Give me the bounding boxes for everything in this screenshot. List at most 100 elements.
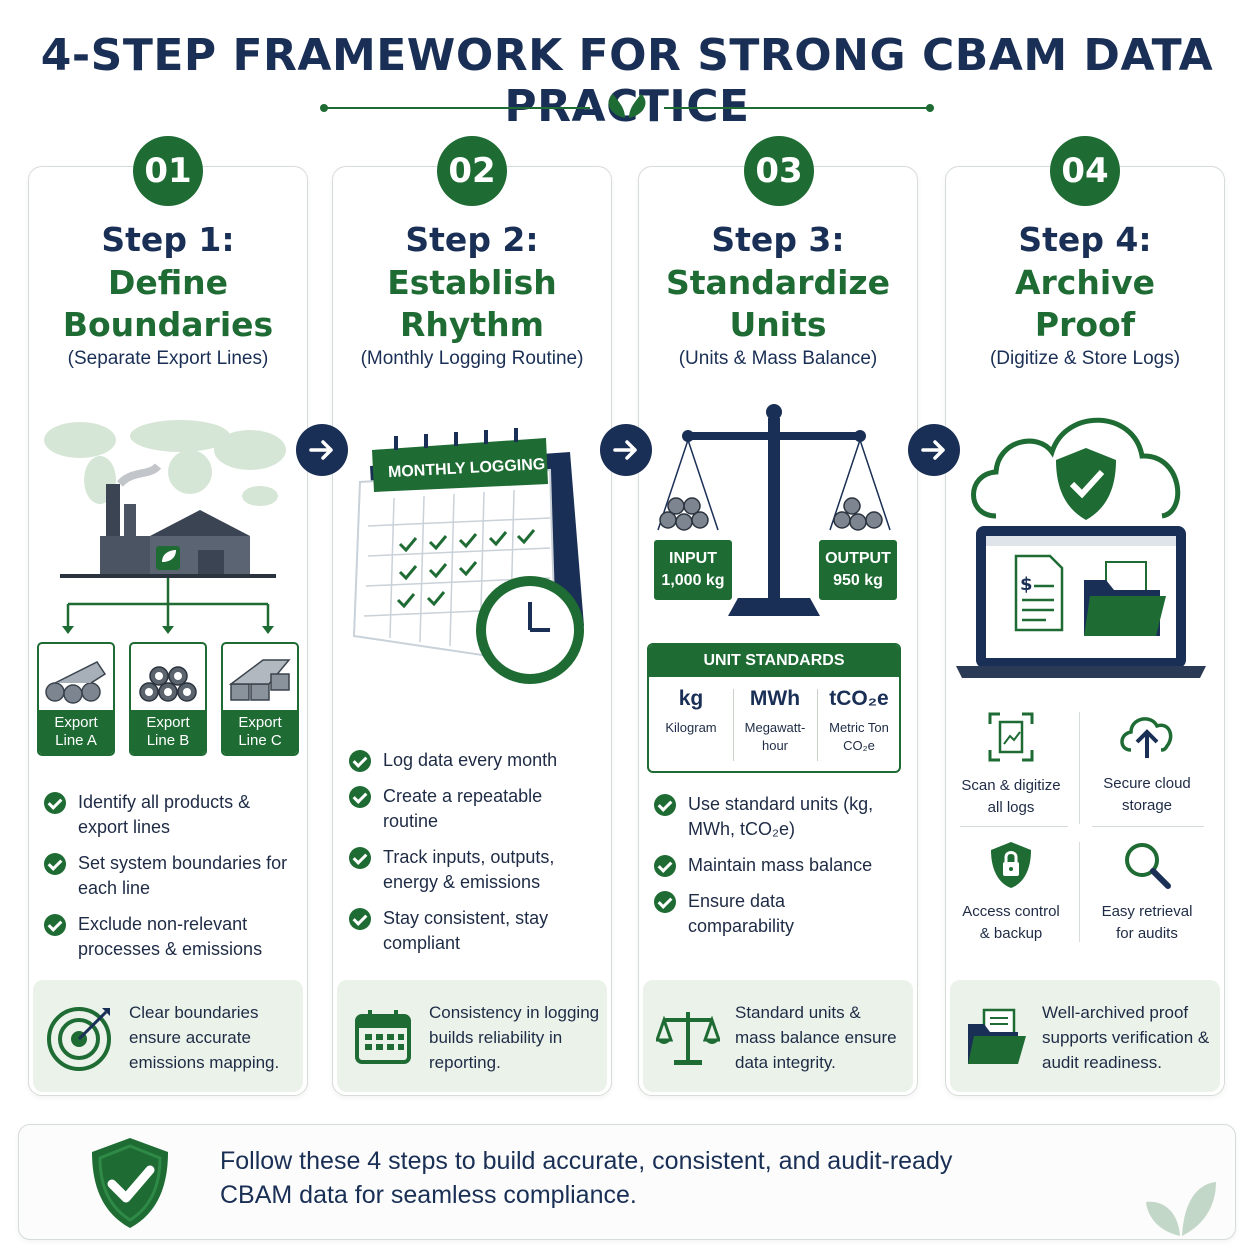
step-2-subtitle: (Monthly Logging Routine) [360, 348, 584, 369]
list-item: Ensure data comparability [654, 889, 894, 939]
pipe-stack-left [659, 497, 709, 531]
feature-access: Access control & backup [946, 840, 1076, 945]
step-1-label: Step 1: [101, 220, 235, 259]
check-icon [44, 792, 66, 814]
check-icon [654, 794, 676, 816]
steel-tubes-icon [139, 666, 197, 702]
world-map-icon [44, 420, 286, 506]
next-arrow-3 [908, 424, 960, 476]
factory-illustration [44, 420, 286, 634]
check-icon [349, 750, 371, 772]
export-line-b-label: Export Line B [131, 710, 205, 754]
step-2-checklist: Log data every month Create a repeatable… [349, 748, 599, 967]
page-title: 4-STEP FRAMEWORK FOR STRONG CBAM DATA PR… [40, 30, 1214, 132]
export-line-a-label: Export Line A [39, 710, 113, 754]
step-2-number: 02 [437, 136, 507, 206]
feature-scan: Scan & digitize all logs [946, 710, 1076, 819]
check-icon [349, 908, 371, 930]
cloud-laptop-illustration: $ [956, 417, 1206, 678]
export-line-c-label: Export Line C [223, 710, 297, 754]
arrow-right-icon [613, 440, 637, 460]
step-1-number: 01 [133, 136, 203, 206]
magnifier-icon [1125, 843, 1171, 889]
feature-divider-h2 [1092, 826, 1204, 827]
step-3-number: 03 [744, 136, 814, 206]
check-marks [396, 529, 536, 609]
arrow-right-icon [309, 440, 333, 460]
feature-divider-h1 [960, 826, 1068, 827]
scan-document-icon [988, 712, 1034, 762]
calendar-illustration [352, 428, 584, 684]
unit-mwh: MWh Megawatt- hour [744, 687, 806, 753]
list-item: Track inputs, outputs, energy & emission… [349, 845, 599, 895]
scale-icon [656, 1012, 720, 1065]
step-3-footer-text: Standard units & mass balance ensure dat… [735, 1003, 897, 1072]
check-icon [349, 847, 371, 869]
check-icon [654, 891, 676, 913]
feature-divider-v2 [1079, 842, 1080, 942]
pipe-stack-right [833, 497, 883, 531]
clock-icon [476, 576, 584, 684]
export-line-c: Export Line C [221, 642, 299, 756]
document-icon: $ [1014, 554, 1064, 632]
folder-icon [1084, 561, 1166, 636]
step-3-checklist: Use standard units (kg, MWh, tCO₂e) Main… [654, 792, 894, 950]
list-item: Exclude non-relevant processes & emissio… [44, 912, 294, 962]
export-line-b: Export Line B [129, 642, 207, 756]
banner-text: Follow these 4 steps to build accurate, … [220, 1147, 953, 1209]
check-icon [654, 855, 676, 877]
calendar-icon [355, 1010, 411, 1064]
step-1-subtitle: (Separate Export Lines) [67, 348, 269, 369]
feature-retrieval: Easy retrieval for audits [1082, 840, 1212, 945]
list-item: Use standard units (kg, MWh, tCO₂e) [654, 792, 894, 842]
list-item: Log data every month [349, 748, 599, 773]
list-item: Identify all products & export lines [44, 790, 294, 840]
list-item: Maintain mass balance [654, 853, 894, 878]
check-icon [44, 853, 66, 875]
feature-divider-v1 [1079, 712, 1080, 824]
arrow-right-icon [921, 440, 945, 460]
step-4-subtitle: (Digitize & Store Logs) [989, 348, 1181, 369]
step-3-subtitle: (Units & Mass Balance) [678, 348, 878, 369]
step-4-label: Step 4: [1018, 220, 1152, 259]
folder-icon [968, 1008, 1026, 1064]
step-4-number: 04 [1050, 136, 1120, 206]
unit-standards-title: UNIT STANDARDS [649, 645, 899, 677]
step-1-footer-text: Clear boundaries ensure accurate emissio… [129, 1003, 280, 1072]
balance-scale-illustration [657, 404, 891, 616]
unit-kg: kg Kilogram [665, 687, 717, 735]
steel-beams-icon [228, 659, 291, 701]
shield-check-icon [1056, 448, 1116, 520]
step-2-label: Step 2: [405, 220, 539, 259]
bottom-banner [18, 1124, 1236, 1240]
step-3-label: Step 3: [711, 220, 845, 259]
target-icon [47, 1007, 111, 1071]
check-icon [44, 914, 66, 936]
leaf-icon [608, 94, 646, 118]
shield-lock-icon [991, 842, 1031, 888]
export-line-a: Export Line A [37, 642, 115, 756]
step-3-card [638, 166, 918, 1096]
svg-text:$: $ [1020, 574, 1033, 595]
laptop-icon [956, 526, 1206, 678]
step-1-checklist: Identify all products & export lines Set… [44, 790, 294, 973]
step-2-footer-text: Consistency in logging builds reliabilit… [429, 1003, 600, 1072]
leaf-decoration-icon [1146, 1182, 1216, 1236]
list-item: Stay consistent, stay compliant [349, 906, 599, 956]
unit-tco2e: tCO₂e Metric Ton CO₂e [829, 687, 889, 753]
factory-icon [60, 463, 276, 578]
list-item: Set system boundaries for each line [44, 851, 294, 901]
steel-pipes-icon [45, 661, 107, 704]
cloud-upload-icon [1120, 717, 1173, 758]
branch-arrows [66, 578, 270, 630]
shield-check-icon [92, 1138, 168, 1228]
title-divider [320, 94, 934, 118]
check-icon [349, 786, 371, 808]
feature-cloud: Secure cloud storage [1082, 710, 1212, 817]
list-item: Create a repeatable routine [349, 784, 599, 834]
